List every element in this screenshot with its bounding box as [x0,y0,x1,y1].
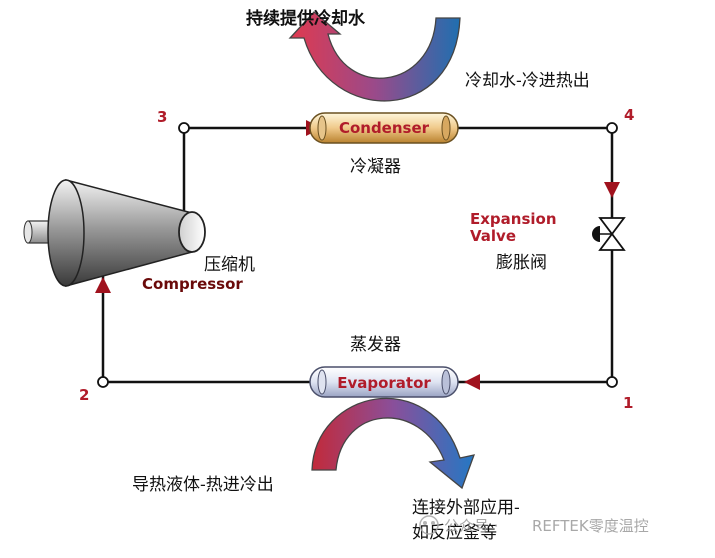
fluid-in-label: 导热液体-热进冷出 [132,475,274,495]
expansion-valve-cn-label: 膨胀阀 [496,253,547,273]
watermark-prefix: 公众号 · [444,517,499,535]
expansion-valve-en-line1: Expansion [470,210,557,228]
node-1 [606,376,618,388]
expansion-valve-en-line2: Valve [470,227,516,245]
condenser-water-label: 冷却水-冷进热出 [465,71,590,91]
node-4-number: 4 [624,106,634,124]
load-label-line1: 连接外部应用- [412,498,520,518]
node-4 [606,122,618,134]
process-fluid-arrow [311,397,476,490]
watermark: 公众号 · REFTEK零度温控 [419,515,649,535]
node-2-number: 2 [79,386,89,404]
flow-arrow-4-to-valve [604,182,620,198]
evaporator: Evaporator [309,366,459,398]
node-2 [97,376,109,388]
evaporator-label: Evaporator [337,374,431,392]
condenser-cn-label: 冷凝器 [350,157,401,177]
condenser-label: Condenser [339,119,430,137]
load-label-line2: 如反应釜等 [412,523,497,543]
watermark-brand: REFTEK零度温控 [532,517,649,535]
evaporator-cn-label: 蒸发器 [350,335,401,355]
top-water-out-label: 持续提供冷却水 [246,8,366,29]
node-3-number: 3 [157,108,167,126]
compressor-icon [23,179,206,287]
flow-arrow-2-to-compressor [95,277,111,293]
compressor-en-label: Compressor [142,275,243,293]
flow-arrow-1-to-evaporator [464,374,480,390]
node-3 [178,122,190,134]
condenser: Condenser [309,112,459,144]
node-1-number: 1 [623,394,633,412]
compressor-cn-label: 压缩机 [204,255,255,275]
expansion-valve-icon [592,217,626,251]
cooling-water-arrow [288,11,461,102]
